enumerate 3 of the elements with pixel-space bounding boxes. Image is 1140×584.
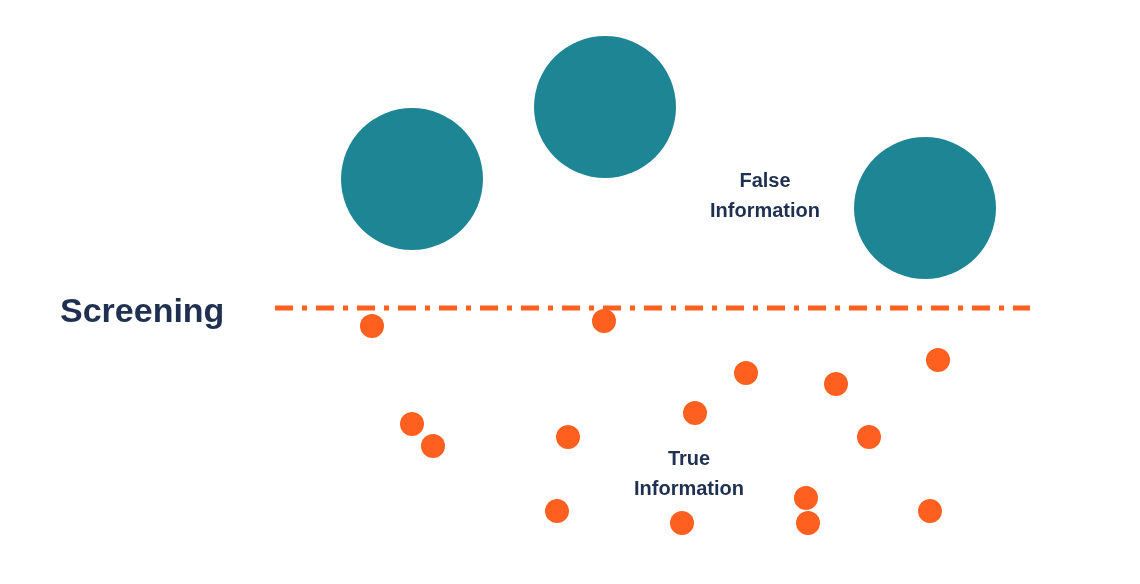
text-label: False Information <box>709 168 821 223</box>
heading-label: Screening <box>60 290 226 331</box>
text-label: True Information <box>633 446 745 501</box>
